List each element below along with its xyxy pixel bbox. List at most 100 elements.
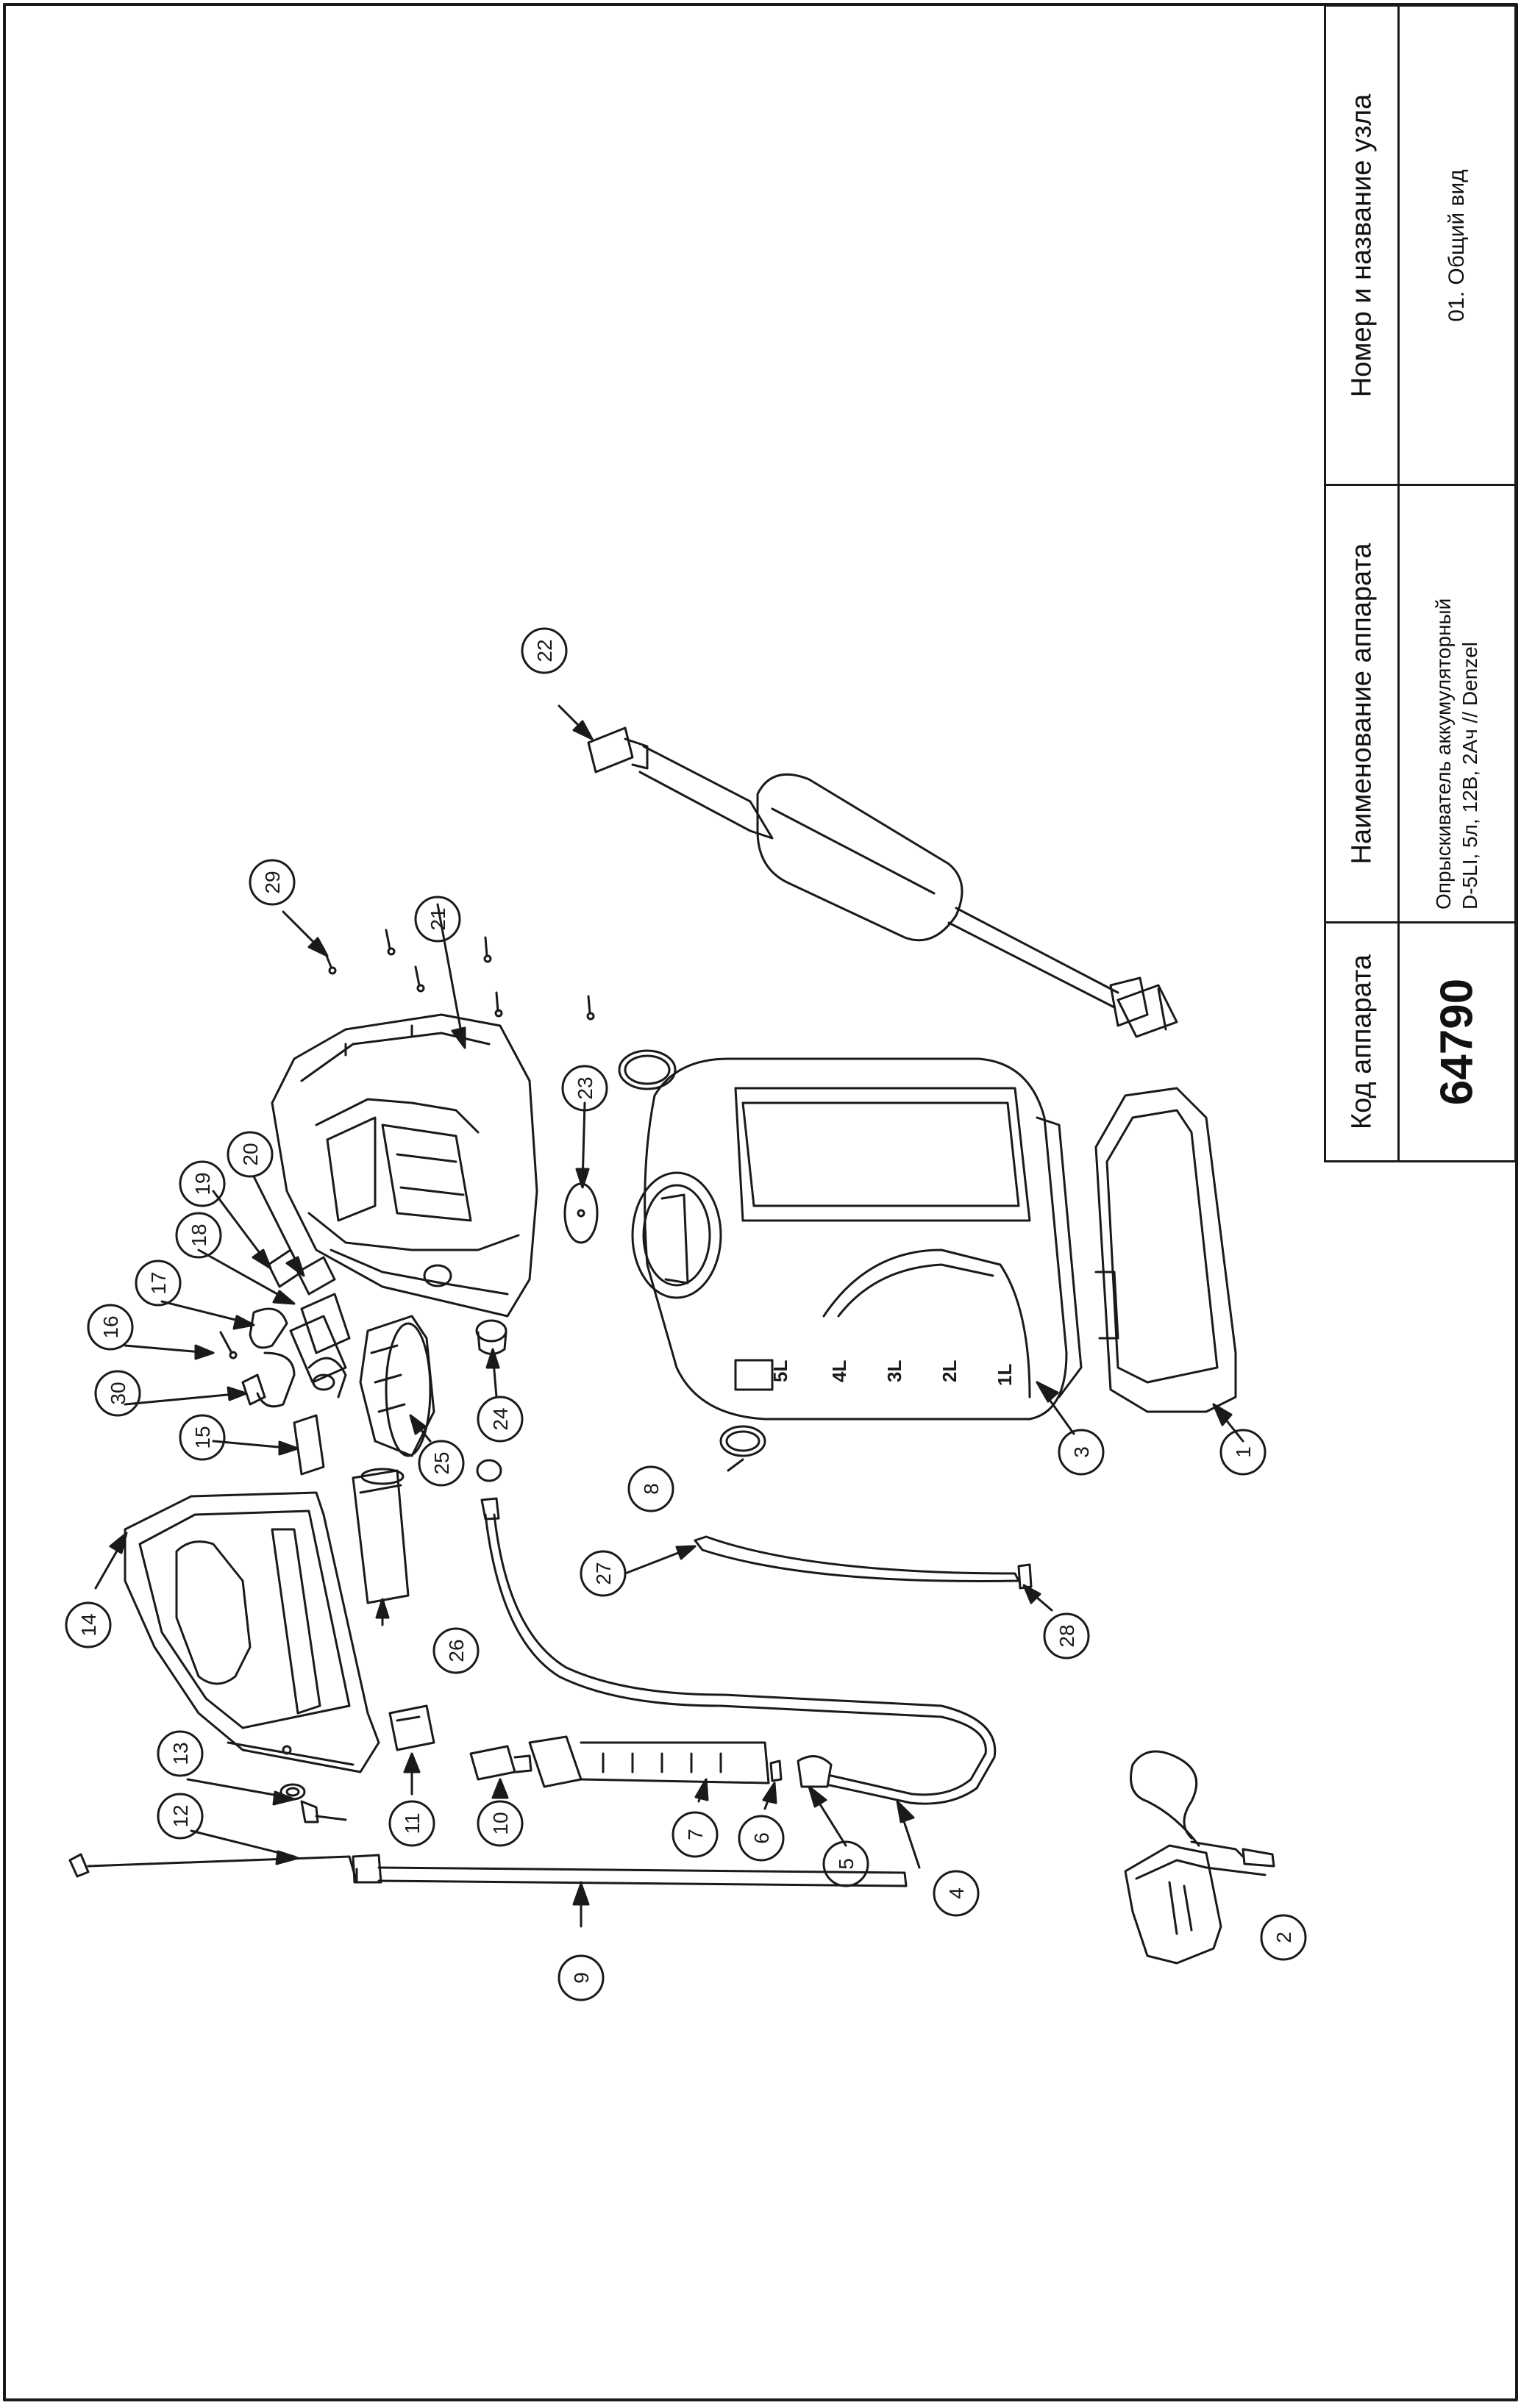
callout-label: 29 xyxy=(261,871,284,893)
name-header-cell: Наименование аппарата xyxy=(1324,484,1400,923)
callout-3 xyxy=(1058,1429,1105,1476)
scale-label: 1L xyxy=(994,1364,1016,1386)
callout-label: 2 xyxy=(1272,1932,1295,1943)
title-block: Номер и название узла 01. Общий вид Наим… xyxy=(1324,4,1517,1162)
callout-label: 4 xyxy=(945,1887,968,1899)
callout-label: 13 xyxy=(169,1742,192,1765)
callout-label: 10 xyxy=(489,1812,512,1834)
callout-label: 16 xyxy=(99,1315,122,1338)
callout-label: 7 xyxy=(684,1829,707,1840)
callout-7 xyxy=(672,1811,719,1858)
part-8-oring xyxy=(719,1425,766,1457)
callout-label: 15 xyxy=(191,1426,214,1448)
leader-lines xyxy=(94,704,1267,1928)
part-14-lower-housing xyxy=(124,1491,380,1773)
part-27-28-tube xyxy=(694,1535,1033,1590)
callout-label: 5 xyxy=(835,1858,858,1870)
callout-label: 20 xyxy=(239,1143,262,1165)
part-18-20-pump xyxy=(267,1248,351,1398)
name-value-line1: Опрыскиватель аккумуляторный xyxy=(1432,598,1455,910)
callout-23 xyxy=(561,1065,608,1112)
callout-label: 1 xyxy=(1232,1446,1255,1458)
callout-19 xyxy=(179,1160,226,1207)
part-16-17-30-connector xyxy=(219,1307,296,1408)
name-value-cell: Опрыскиватель аккумуляторный D-5LI, 5л, … xyxy=(1397,484,1517,923)
part-15-plate xyxy=(293,1414,325,1476)
sheet-border xyxy=(3,3,1518,2401)
callout-5 xyxy=(822,1840,869,1887)
callout-4 xyxy=(933,1870,980,1917)
part-24-knob xyxy=(475,1319,507,1355)
callout-1 xyxy=(1219,1429,1267,1476)
code-value: 64790 xyxy=(1431,978,1483,1106)
part-23-seal xyxy=(563,1049,677,1244)
callout-label: 24 xyxy=(489,1407,512,1430)
callout-30 xyxy=(94,1370,141,1417)
node-value: 01. Общий вид xyxy=(1445,168,1469,322)
part-4-hose xyxy=(476,1459,997,1805)
code-value-cell: 64790 xyxy=(1397,921,1517,1162)
scale-label: 5L xyxy=(769,1360,791,1382)
callout-6 xyxy=(738,1815,785,1862)
callouts xyxy=(65,627,1307,2001)
callout-14 xyxy=(65,1601,112,1648)
scale-label: 4L xyxy=(828,1360,850,1382)
part-11-switch xyxy=(388,1704,435,1751)
node-value-cell: 01. Общий вид xyxy=(1397,4,1517,486)
part-12-13-nozzle xyxy=(279,1783,347,1823)
name-header: Наименование аппарата xyxy=(1346,543,1377,865)
callout-8 xyxy=(627,1465,674,1512)
callout-13 xyxy=(157,1730,204,1777)
callout-22 xyxy=(521,627,568,674)
callout-27 xyxy=(580,1550,627,1597)
callout-26 xyxy=(432,1627,480,1674)
callout-label: 8 xyxy=(640,1483,663,1495)
callout-label: 28 xyxy=(1055,1624,1078,1647)
code-header-cell: Код аппарата xyxy=(1324,921,1400,1162)
callout-labels: 1 2 3 4 5 6 7 8 9 10 11 12 13 14 15 16 1… xyxy=(77,639,1295,1983)
callout-29 xyxy=(249,859,296,906)
callout-label: 17 xyxy=(147,1271,170,1294)
part-1-base xyxy=(1094,1087,1237,1413)
part-10-tip xyxy=(469,1745,532,1781)
callout-label: 9 xyxy=(570,1972,593,1984)
callout-label: 26 xyxy=(445,1639,468,1662)
callout-24 xyxy=(477,1396,524,1443)
part-26-battery xyxy=(352,1468,410,1604)
callout-label: 14 xyxy=(77,1613,100,1636)
callout-label: 19 xyxy=(191,1172,214,1195)
callout-label: 25 xyxy=(430,1451,453,1474)
callout-20 xyxy=(227,1131,274,1178)
scale-label: 3L xyxy=(883,1360,905,1382)
name-value: Опрыскиватель аккумуляторный D-5LI, 5л, … xyxy=(1431,498,1483,910)
callout-16 xyxy=(87,1304,134,1351)
callout-label: 22 xyxy=(533,639,556,662)
scale-label: 2L xyxy=(938,1360,961,1382)
callout-9 xyxy=(558,1954,605,2001)
callout-28 xyxy=(1043,1612,1090,1659)
callout-10 xyxy=(477,1800,524,1847)
callout-2 xyxy=(1260,1914,1307,1961)
part-9-lance xyxy=(68,1853,908,1887)
part-25-mount xyxy=(359,1315,435,1457)
callout-18 xyxy=(175,1212,222,1259)
callout-21 xyxy=(414,896,461,943)
part-2-charger xyxy=(1124,1750,1275,1965)
part-21-upper-housing xyxy=(271,1013,538,1318)
callout-label: 11 xyxy=(401,1812,424,1834)
callout-label: 6 xyxy=(750,1832,773,1844)
callout-label: 27 xyxy=(592,1562,615,1585)
callout-label: 23 xyxy=(574,1076,596,1099)
part-29-screws xyxy=(322,929,595,1021)
node-header: Номер и название узла xyxy=(1346,93,1377,397)
name-value-line2: D-5LI, 5л, 12В, 2Ач // Denzel xyxy=(1458,642,1481,910)
part-7-handle xyxy=(528,1735,770,1788)
callout-label: 30 xyxy=(107,1382,129,1404)
callout-label: 12 xyxy=(169,1804,192,1827)
callout-15 xyxy=(179,1414,226,1461)
code-header: Код аппарата xyxy=(1346,954,1377,1130)
callout-17 xyxy=(135,1260,182,1307)
callout-25 xyxy=(418,1440,465,1487)
